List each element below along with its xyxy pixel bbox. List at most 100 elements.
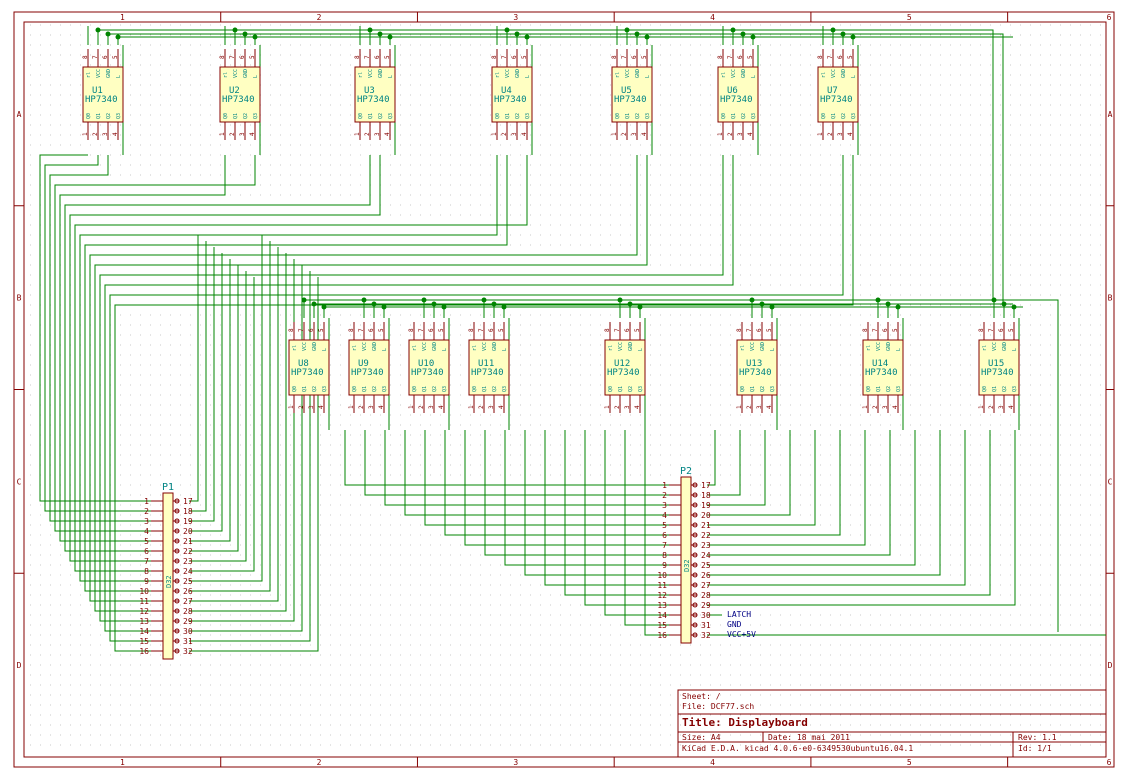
display-reference: U15: [988, 359, 1004, 369]
connector-pin-number: 16: [657, 631, 667, 640]
row-label-right: C: [1108, 477, 1113, 486]
display-pin-number: 8: [491, 55, 498, 59]
display-pin-name: Q1: [302, 386, 308, 392]
display-pin-number: 4: [634, 405, 641, 409]
display-pin-number: 7: [418, 328, 425, 332]
display-pin-name: Q2: [635, 113, 641, 119]
display-pin-number: 8: [354, 55, 361, 59]
display-pin-number: 7: [614, 328, 621, 332]
display-pin-name: L: [851, 75, 857, 78]
display-pin-number: 5: [498, 328, 505, 332]
connector-pin-number: 20: [701, 511, 711, 520]
display-value: HP7340: [357, 95, 390, 105]
connector-pin-number: 12: [139, 607, 149, 616]
connector-pin-circle: [692, 512, 698, 518]
connector-pin-number: 29: [701, 601, 711, 610]
display-pin-name: VCC: [96, 69, 102, 78]
connector-pin-number: 6: [144, 547, 149, 556]
display-pin-number: 2: [727, 132, 734, 136]
junction-dot: [840, 31, 846, 37]
display-pin-name: Q2: [886, 386, 892, 392]
connector-pin-number: 30: [183, 627, 193, 636]
display-pin-name: Q2: [378, 113, 384, 119]
display-reference: U5: [621, 86, 632, 96]
connector-pin-number: 22: [183, 547, 193, 556]
connector-pin-number: 19: [701, 501, 711, 510]
junction-dot: [501, 304, 507, 310]
column-label-bottom: 4: [710, 758, 715, 767]
connector-pin-number: 25: [701, 561, 711, 570]
connector-pin-number: 15: [139, 637, 149, 646]
display-pin-number: 4: [641, 132, 648, 136]
connector-pin-number: 29: [183, 617, 193, 626]
junction-dot: [504, 27, 510, 33]
column-label-bottom: 6: [1107, 758, 1112, 767]
row-label-right: B: [1108, 294, 1113, 303]
display-pin-number: 2: [827, 132, 834, 136]
display-pin-name: Q3: [525, 113, 531, 119]
display-value: HP7340: [291, 368, 324, 378]
connector-pin-number: 24: [701, 551, 711, 560]
display-pin-number: 7: [727, 55, 734, 59]
connector-pin-number: 7: [662, 541, 667, 550]
junction-dot: [421, 297, 427, 303]
connector-pin-number: 13: [657, 601, 667, 610]
display-pin-name: VCC: [831, 69, 837, 78]
title-block-frame: [677, 689, 1107, 758]
display-pin-name: Q1: [96, 113, 102, 119]
display-pin-number: 8: [817, 55, 824, 59]
row-label-right: A: [1108, 110, 1113, 119]
display-pin-number: 5: [249, 55, 256, 59]
display-pin-number: 8: [348, 328, 355, 332]
junction-dot: [232, 27, 238, 33]
display-pin-name: VCC: [368, 69, 374, 78]
display-pin-number: 3: [631, 132, 638, 136]
display-pin-name: Q0: [292, 386, 298, 392]
display-pin-number: 8: [288, 328, 295, 332]
junction-dot: [749, 297, 755, 303]
display-pin-name: VCC: [302, 342, 308, 351]
connector-pin-number: 26: [701, 571, 711, 580]
connector-pin-number: 18: [701, 491, 711, 500]
display-pin-name: Q3: [638, 386, 644, 392]
junction-dot: [361, 297, 367, 303]
net-label: LATCH: [727, 610, 751, 619]
display-pin-name: Q3: [851, 113, 857, 119]
display-pin-number: 3: [624, 405, 631, 409]
display-pin-name: rl: [352, 345, 358, 351]
display-pin-name: rl: [358, 72, 364, 78]
display-pin-number: 2: [872, 405, 879, 409]
display-pin-number: 6: [428, 328, 435, 332]
display-pin-number: 5: [641, 55, 648, 59]
connector-pin-number: 11: [657, 581, 667, 590]
connector-pin-number: 27: [183, 597, 193, 606]
row-label-left: A: [17, 110, 22, 119]
display-pin-name: Q3: [442, 386, 448, 392]
display-pin-number: 2: [298, 405, 305, 409]
display-pin-number: 5: [766, 328, 773, 332]
connector-pin-number: 3: [144, 517, 149, 526]
display-pin-number: 1: [736, 405, 743, 409]
connector-pin-number: 9: [662, 561, 667, 570]
display-body: [468, 339, 510, 396]
connector-pin-number: 21: [701, 521, 711, 530]
display-pin-name: Q2: [243, 113, 249, 119]
display-pin-number: 1: [717, 132, 724, 136]
display-pin-name: Q0: [740, 386, 746, 392]
components: 81rlQ072VCCQ163GNDQ254LQ3U1HP734081rlQ07…: [82, 49, 1020, 413]
display-pin-number: 7: [872, 328, 879, 332]
display-value: HP7340: [494, 95, 527, 105]
display-pin-name: Q2: [312, 386, 318, 392]
display-pin-number: 8: [82, 55, 89, 59]
display-pin-name: GND: [515, 69, 521, 78]
display-pin-number: 7: [827, 55, 834, 59]
connector-pin-circle: [174, 618, 180, 624]
display-pin-name: VCC: [750, 342, 756, 351]
display-pin-name: L: [116, 75, 122, 78]
